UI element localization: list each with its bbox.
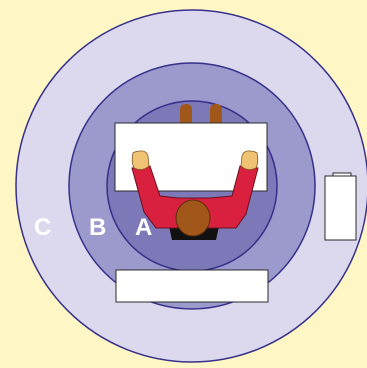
zone-c-label: C (34, 214, 51, 241)
zone-a-label: A (135, 214, 152, 241)
person-body (131, 150, 259, 240)
seated-person-icon (180, 104, 222, 124)
front-desk (115, 269, 269, 303)
zone-b-label: B (89, 214, 106, 241)
container-icon (324, 172, 357, 241)
